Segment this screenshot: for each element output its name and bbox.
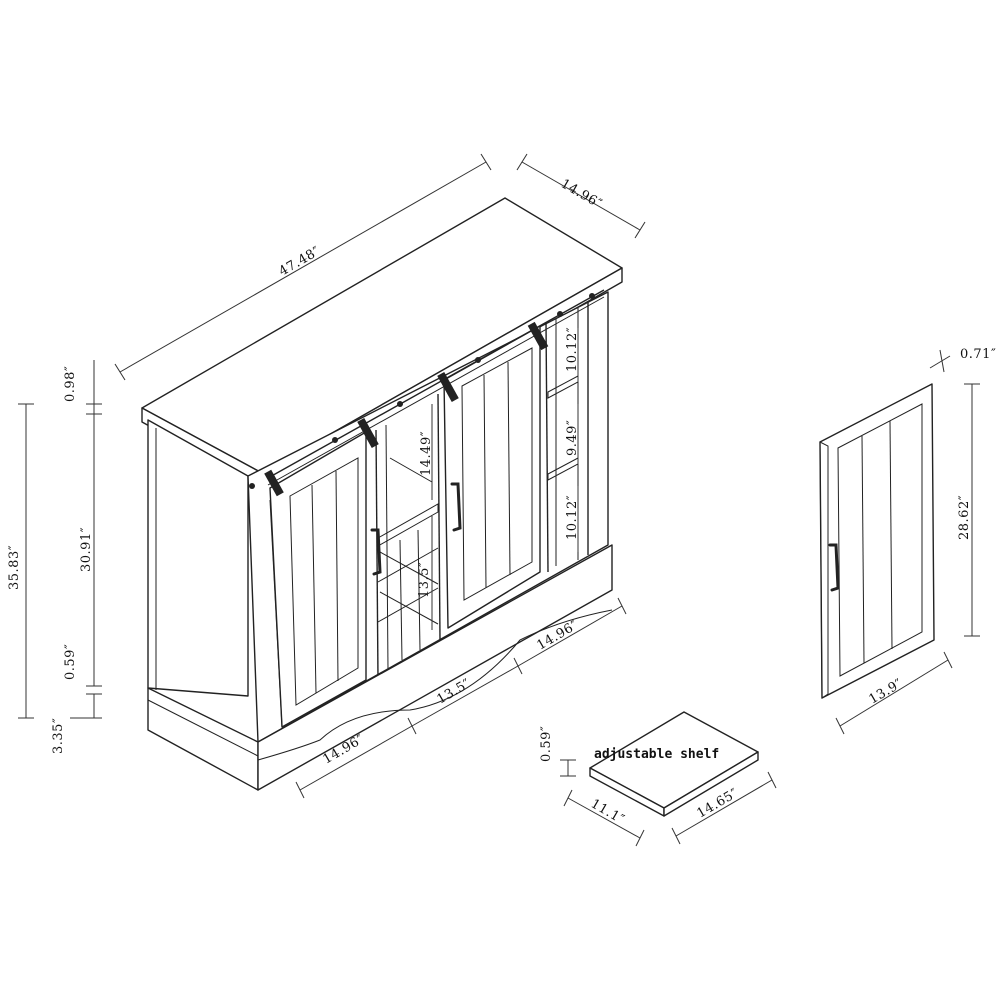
sideboard-cabinet [141,197,623,791]
cabinet-base-front [257,544,613,791]
dim-body-height: 30.91″ [79,527,94,572]
dim-center-lower: 13.5″ [417,562,432,598]
dim-cabinet-depth: 14.96″ [558,176,605,212]
dim-door-height: 28.62″ [957,495,972,540]
dim-right-top: 10.12″ [565,327,580,372]
dim-top-thickness: 0.98″ [63,366,78,402]
adjustable-shelf-detail [589,711,759,817]
dim-center-upper: 14.49″ [419,431,434,476]
door-detail-handle [828,543,840,592]
dim-door-width: 13.9″ [867,676,906,707]
door-detail [819,383,935,699]
dim-right-bottom: 10.12″ [565,495,580,540]
center-cubby [375,393,441,681]
dimension-lines [18,153,980,847]
dim-cabinet-width: 47.48″ [277,244,324,280]
left-door-handle [370,528,382,576]
dim-right-middle: 9.49″ [565,420,580,456]
dim-base-gap: 0.59″ [63,644,78,680]
dim-shelf-thickness: 0.59″ [539,726,554,762]
cabinet-left-side [147,419,249,697]
cabinet-base-left [147,687,259,791]
barn-door-hardware [249,289,605,497]
dim-door-thickness: 0.71″ [960,347,996,362]
dim-shelf-depth: 11.1″ [588,796,627,827]
adjustable-shelf-label: adjustable shelf [594,747,719,762]
center-door-handle [450,482,462,532]
dim-overall-height: 35.83″ [7,545,22,590]
dim-base-height: 3.35″ [51,718,66,754]
